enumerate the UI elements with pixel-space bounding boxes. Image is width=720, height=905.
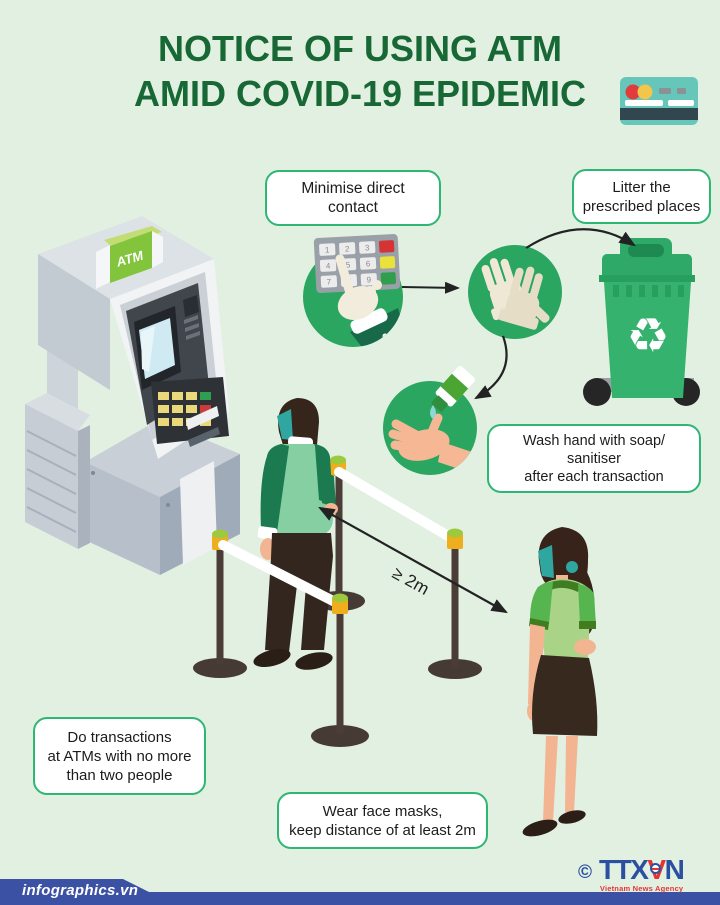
keypad-digit: 4 — [326, 261, 331, 270]
sanitiser-drop — [430, 405, 436, 419]
arrow-keypad-to-gloves — [401, 281, 460, 294]
man-figure — [253, 398, 338, 670]
page-title: NOTICE OF USING ATM AMID COVID-19 EPIDEM… — [0, 26, 720, 116]
keypad-digit: 3 — [365, 243, 370, 252]
bubble-wear-masks: Wear face masks, keep distance of at lea… — [277, 792, 488, 849]
bubble-minimise-contact: Minimise direct contact — [265, 170, 441, 226]
recycle-icon: ♻ — [626, 308, 669, 364]
bubble-wash-hands: Wash hand with soap/ sanitiser after eac… — [487, 424, 701, 493]
recycle-bin-icon: ♻ — [583, 238, 700, 406]
agency-acronym: TTXVN — [599, 854, 685, 885]
globe-icon — [650, 863, 662, 874]
copyright-symbol: © — [578, 862, 592, 883]
site-name: infographics.vn — [22, 882, 139, 899]
title-line-1: NOTICE OF USING ATM — [158, 28, 562, 69]
press-keypad-icon: 1 2 3 4 5 6 7 8 9 — [303, 234, 403, 347]
keypad-digit: 2 — [345, 244, 350, 253]
keypad-digit: 9 — [366, 275, 371, 284]
keypad-digit: 6 — [366, 259, 371, 268]
title-line-2: AMID COVID-19 EPIDEMIC — [133, 73, 587, 114]
keypad-digit: 1 — [325, 245, 330, 254]
bubble-two-people: Do transactions at ATMs with no more tha… — [33, 717, 206, 795]
arrow-gloves-to-bin — [525, 228, 636, 249]
credit-card-icon — [620, 77, 698, 125]
atm-sign: ATM — [96, 226, 163, 289]
atm-machine-illustration: ATM — [25, 216, 240, 575]
hand-sanitiser-icon — [383, 366, 477, 475]
arrow-gloves-to-sanitiser — [474, 335, 508, 400]
keypad-digit: 7 — [326, 277, 331, 286]
gloves-icon — [468, 245, 562, 339]
agency-tagline: Vietnam News Agency — [599, 884, 684, 893]
agency-logo: © TTXVN Vietnam News Agency — [578, 854, 718, 894]
woman-figure — [522, 527, 598, 837]
keypad-digit: 5 — [346, 260, 351, 269]
bubble-litter-places: Litter the prescribed places — [572, 169, 711, 224]
